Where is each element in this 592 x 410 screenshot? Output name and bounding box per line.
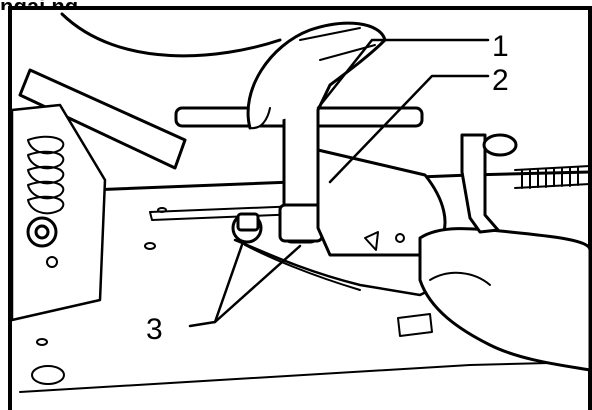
t-wrench	[174, 86, 424, 244]
leader-line-3b	[213, 244, 302, 324]
bottom-slider	[397, 313, 433, 337]
callout-3: 3	[146, 313, 163, 346]
figure-frame	[8, 6, 592, 410]
left-blade-edge	[60, 12, 282, 58]
leader-line-2	[328, 74, 490, 184]
hex-bolt-left	[231, 212, 263, 244]
right-spring	[514, 165, 591, 189]
cropped-header-text: ngaj.ng	[0, 0, 260, 10]
left-spring	[27, 135, 65, 215]
callout-1: 1	[492, 30, 509, 63]
plate-slot	[149, 205, 301, 213]
gauge-plate	[316, 148, 447, 257]
base-plate-lower-edge	[19, 361, 591, 393]
hand-right	[418, 227, 592, 372]
callout-2: 2	[492, 64, 509, 97]
hand-upper	[246, 21, 387, 130]
left-nut	[26, 216, 58, 248]
leader-line-1	[316, 38, 490, 110]
leader-line-3a	[188, 240, 245, 328]
hole-1	[31, 365, 65, 385]
